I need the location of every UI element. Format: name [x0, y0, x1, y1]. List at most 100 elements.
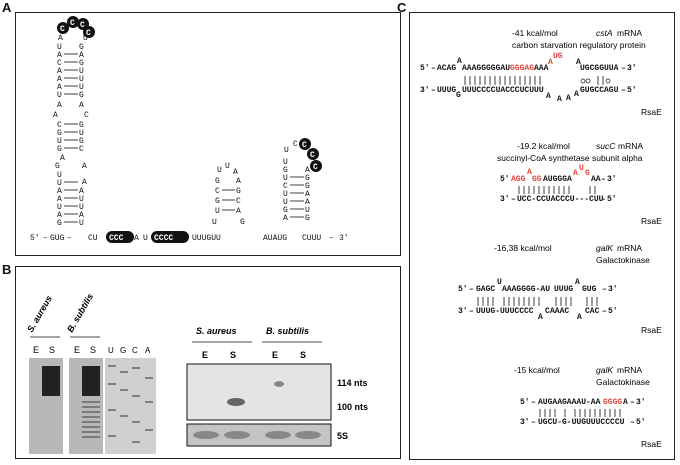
svg-text:A: A	[457, 57, 462, 66]
svg-text:U: U	[79, 195, 84, 204]
svg-text:G: G	[305, 214, 310, 223]
svg-text:5': 5'	[458, 285, 468, 294]
a-u-mid: U	[143, 234, 148, 243]
svg-text:A: A	[575, 278, 580, 287]
svg-text:–: –	[469, 285, 474, 294]
svg-text:A: A	[57, 211, 62, 220]
svg-text:A: A	[79, 101, 84, 110]
b-species-4: B. subtilis	[266, 326, 309, 336]
c-i1-rsae: RsaE	[641, 107, 662, 117]
svg-text:U: U	[57, 43, 62, 52]
svg-text:–: –	[601, 175, 606, 184]
svg-text:A: A	[577, 313, 582, 322]
svg-text:–: –	[601, 195, 606, 204]
c-i4-energy: -15 kcal/mol	[514, 365, 560, 375]
svg-text:C: C	[70, 19, 75, 28]
svg-text:–: –	[329, 234, 334, 243]
a-5prime: 5'	[30, 234, 40, 243]
svg-text:UUUCCCCUACCCUCUUU: UUUCCCCUACCCUCUUU	[462, 86, 544, 95]
svg-text:A: A	[58, 34, 63, 43]
svg-text:A: A	[573, 169, 578, 178]
svg-text:GGGG: GGGG	[603, 398, 622, 407]
svg-text:C: C	[80, 21, 85, 30]
svg-text:5': 5'	[636, 418, 646, 427]
a-seq-auaug: AUAUG	[263, 234, 287, 243]
b-northern-blot	[186, 363, 332, 421]
panel-a-label: A	[2, 0, 12, 15]
svg-text:A: A	[305, 198, 310, 207]
b-lane-e-2: E	[74, 345, 80, 355]
svg-text:AAAGGGG-AU: AAAGGGG-AU	[502, 285, 550, 294]
svg-text:G: G	[305, 182, 310, 191]
svg-text:UGCGGUUA: UGCGGUUA	[580, 64, 619, 73]
b-ladder-u: U	[108, 346, 114, 355]
c-i1-energy: -41 kcal/mol	[512, 28, 558, 38]
svg-text:A: A	[548, 58, 553, 67]
svg-text:G: G	[240, 218, 245, 227]
svg-text:–: –	[67, 234, 72, 243]
svg-text:U: U	[283, 190, 288, 199]
svg-text:C: C	[84, 111, 89, 120]
svg-text:G: G	[305, 174, 310, 183]
svg-text:A: A	[79, 211, 84, 220]
svg-text:mRNA: mRNA	[618, 141, 643, 151]
svg-text:5': 5'	[420, 64, 430, 73]
b-ladder-a: A	[145, 346, 151, 355]
svg-text:5': 5'	[500, 175, 510, 184]
svg-text:3': 3'	[458, 307, 468, 316]
a-seq-right: CUUU	[302, 234, 321, 243]
a-hairpin-left-bonds	[64, 53, 78, 223]
svg-text:3': 3'	[607, 175, 617, 184]
svg-text:GGGAG: GGGAG	[510, 64, 534, 73]
svg-text:A: A	[283, 214, 288, 223]
svg-text:AUGGGA: AUGGGA	[543, 175, 572, 184]
b-5s-loading	[186, 423, 332, 447]
svg-text:5': 5'	[627, 86, 637, 95]
svg-text:G: G	[79, 137, 84, 146]
svg-text:mRNA: mRNA	[617, 28, 642, 38]
svg-text:A: A	[57, 51, 62, 60]
svg-text:GUGCCAGU: GUGCCAGU	[580, 86, 619, 95]
svg-text:CAC: CAC	[585, 307, 600, 316]
b-size-100: 100 nts	[337, 402, 368, 412]
c-i3-rsae: RsaE	[641, 325, 662, 335]
c-i4-protein: Galactokinase	[596, 377, 650, 387]
a-seq-cu: CU	[88, 234, 98, 243]
svg-text:U: U	[215, 207, 220, 216]
svg-text:UCC-CCUACCCU---CUU: UCC-CCUACCCU---CUU	[517, 195, 604, 204]
svg-text:–: –	[621, 64, 626, 73]
b-lane-s-1: S	[49, 345, 55, 355]
c-i4-gene: galK	[596, 365, 613, 375]
svg-text:A: A	[305, 190, 310, 199]
svg-text:G: G	[79, 91, 84, 100]
svg-text:CCC: CCC	[109, 234, 124, 243]
svg-text:U: U	[283, 158, 288, 167]
svg-text:A: A	[236, 207, 241, 216]
svg-text:U: U	[79, 83, 84, 92]
svg-text:U: U	[57, 203, 62, 212]
svg-text:UUUG-UUUCCCC: UUUG-UUUCCCC	[476, 307, 534, 316]
svg-text:–: –	[630, 418, 635, 427]
svg-text:U: U	[57, 179, 62, 188]
svg-text:–: –	[511, 195, 516, 204]
svg-text:C: C	[545, 307, 550, 316]
a-seq-left: GUG	[50, 234, 65, 243]
svg-text:C: C	[236, 197, 241, 206]
svg-text:C: C	[293, 140, 298, 149]
b-lane-s-2: S	[90, 345, 96, 355]
svg-text:GG: GG	[532, 175, 542, 184]
svg-text:G: G	[79, 121, 84, 130]
c-i3-gene: galK	[596, 243, 613, 253]
c-i2-protein: succinyl-CoA synthetase subunit alpha	[497, 153, 643, 163]
b-lane-s-4: S	[300, 350, 306, 360]
c-interaction-cstA: -41 kcal/mol cstA mRNA carbon starvation…	[420, 28, 662, 117]
c-i2-rsae: RsaE	[641, 216, 662, 226]
svg-text:C: C	[57, 59, 62, 68]
c-i3-energy: -16,38 kcal/mol	[494, 243, 552, 253]
svg-text:A: A	[538, 313, 543, 322]
b-lane-e-1: E	[33, 345, 39, 355]
svg-text:AGG: AGG	[511, 175, 526, 184]
